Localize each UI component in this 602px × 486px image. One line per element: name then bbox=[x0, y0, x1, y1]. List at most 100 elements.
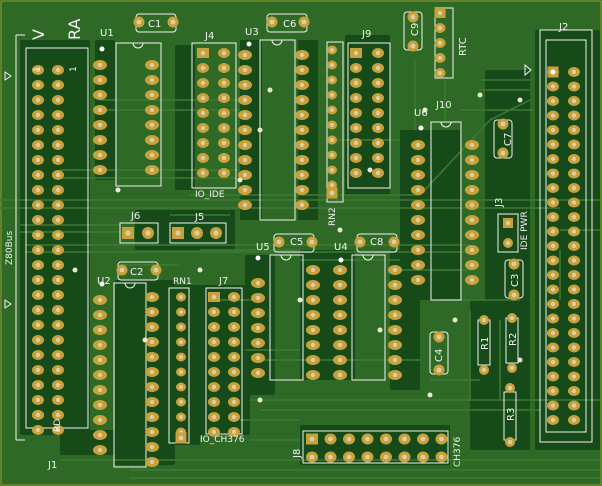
silk-label-c7: C7 bbox=[503, 133, 514, 146]
pad-hole bbox=[35, 232, 41, 238]
pad-hole bbox=[353, 155, 359, 161]
pad-hole bbox=[55, 337, 61, 343]
pad-hole bbox=[35, 142, 41, 148]
silk-label-rn1: RN1 bbox=[173, 277, 192, 287]
pad-hole bbox=[97, 167, 103, 173]
via bbox=[115, 187, 121, 193]
pad-hole bbox=[35, 82, 41, 88]
component-outline bbox=[497, 213, 519, 253]
pad-hole bbox=[392, 282, 398, 288]
pad-hole bbox=[353, 95, 359, 101]
pad-hole bbox=[55, 157, 61, 163]
pad-hole bbox=[571, 374, 577, 379]
pad-hole bbox=[469, 217, 475, 223]
pad-hole bbox=[35, 157, 41, 163]
pad-hole bbox=[392, 267, 398, 273]
pad-hole bbox=[211, 384, 217, 390]
clearance-zone bbox=[175, 45, 195, 190]
pad-hole bbox=[97, 342, 103, 348]
clearance-zone bbox=[300, 425, 450, 465]
pad-hole bbox=[242, 127, 248, 133]
pin1-dot bbox=[246, 41, 252, 47]
pad-hole bbox=[221, 65, 227, 71]
pad-hole bbox=[507, 385, 513, 391]
clearance-zone bbox=[115, 280, 175, 465]
pad-hole bbox=[211, 339, 217, 345]
pin1-dot bbox=[550, 69, 556, 75]
pad-hole bbox=[309, 454, 315, 460]
pad-hole bbox=[211, 414, 217, 420]
pad-hole bbox=[310, 357, 316, 363]
pad-hole bbox=[55, 307, 61, 313]
pad-hole bbox=[550, 127, 556, 133]
pad-hole bbox=[310, 372, 316, 378]
pad-hole bbox=[276, 239, 282, 245]
silk-label-c9: C9 bbox=[410, 23, 421, 36]
pad-hole bbox=[35, 67, 41, 73]
pad-hole bbox=[415, 247, 421, 253]
pad-hole bbox=[346, 454, 352, 460]
pad-hole bbox=[231, 324, 237, 330]
pad-hole bbox=[469, 232, 475, 238]
pad-hole bbox=[383, 454, 389, 460]
pad-hole bbox=[149, 354, 155, 360]
pad-hole bbox=[231, 294, 237, 300]
pad-hole bbox=[299, 157, 305, 163]
pad-hole bbox=[149, 167, 155, 173]
component-outline bbox=[302, 430, 449, 464]
pad-hole bbox=[55, 97, 61, 103]
pad-hole bbox=[402, 454, 407, 460]
silk-label-u3: U3 bbox=[245, 27, 259, 38]
silk-label-ide_pwr: IDE PWR bbox=[520, 211, 530, 250]
pad-hole bbox=[221, 170, 227, 176]
pad-hole bbox=[550, 316, 556, 321]
pad-hole bbox=[550, 403, 556, 408]
pad-hole bbox=[353, 170, 359, 176]
pad-hole bbox=[415, 187, 421, 193]
pad-hole bbox=[242, 172, 248, 178]
pad-hole bbox=[149, 107, 155, 113]
pad-hole bbox=[299, 52, 305, 58]
pad-hole bbox=[375, 95, 381, 101]
j5-outline bbox=[169, 222, 227, 244]
pad-hole bbox=[299, 172, 305, 178]
pad-hole bbox=[200, 110, 206, 116]
pad-hole bbox=[242, 112, 248, 118]
clearance-zone bbox=[135, 210, 235, 250]
pad-hole bbox=[357, 239, 363, 245]
silk-label-pin1_a: 1 bbox=[33, 66, 43, 72]
pad-hole bbox=[55, 232, 61, 238]
pad-hole bbox=[550, 156, 556, 162]
pad-hole bbox=[571, 98, 577, 104]
pad-hole bbox=[178, 435, 184, 441]
pad-hole bbox=[571, 142, 577, 147]
pad-hole bbox=[55, 67, 61, 73]
component-outline bbox=[351, 254, 386, 381]
pad-hole bbox=[310, 312, 316, 318]
pad-hole bbox=[55, 142, 61, 148]
pad-hole bbox=[55, 382, 61, 388]
pad-hole bbox=[35, 112, 41, 118]
pad-hole bbox=[221, 80, 227, 86]
pad-hole bbox=[550, 374, 556, 379]
pad-hole bbox=[35, 397, 41, 403]
pad-hole bbox=[509, 365, 515, 371]
pad-hole bbox=[55, 127, 61, 133]
pad-hole bbox=[550, 272, 556, 278]
ic-notch bbox=[124, 282, 136, 289]
pad-hole bbox=[255, 340, 261, 346]
pad-hole bbox=[375, 125, 381, 131]
pad-hole bbox=[97, 372, 103, 378]
pad-hole bbox=[55, 172, 61, 178]
pad-hole bbox=[145, 230, 151, 236]
pad-hole bbox=[330, 138, 334, 142]
ic-notch bbox=[132, 42, 144, 49]
pin-marker bbox=[4, 299, 12, 309]
pad-hole bbox=[500, 121, 506, 127]
pad-hole bbox=[415, 262, 421, 268]
pad-hole bbox=[35, 322, 41, 328]
pad-hole bbox=[175, 230, 181, 236]
pad-hole bbox=[153, 267, 159, 273]
silk-label-r3: R3 bbox=[506, 408, 517, 421]
pad-hole bbox=[299, 97, 305, 103]
